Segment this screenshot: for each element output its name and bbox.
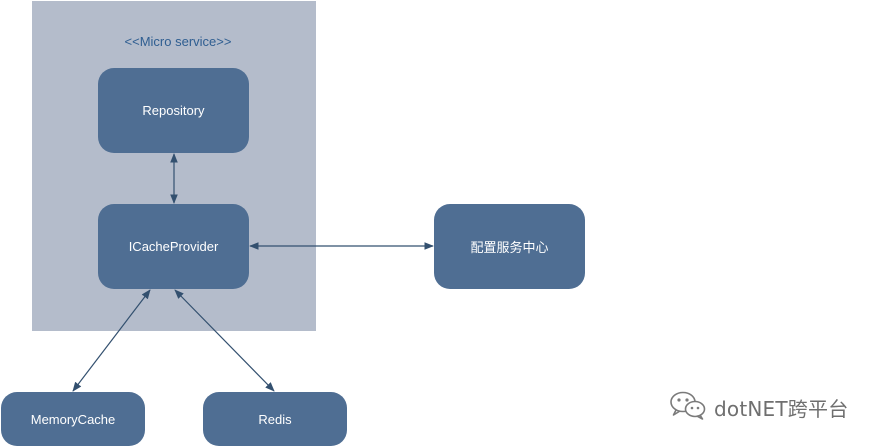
memory-cache-node: MemoryCache	[1, 392, 145, 446]
memory-cache-label: MemoryCache	[30, 411, 116, 427]
repository-node: Repository	[98, 68, 249, 153]
config-center-node: 配置服务中心	[434, 204, 585, 289]
repository-label: Repository	[142, 103, 205, 118]
container-stereotype-label: <<Micro service>>	[124, 34, 232, 49]
redis-label: Redis	[258, 411, 292, 427]
wechat-icon	[668, 389, 708, 426]
watermark-text: dotNET跨平台	[714, 397, 849, 421]
icache-provider-label: ICacheProvider	[128, 239, 219, 254]
redis-node: Redis	[203, 392, 347, 446]
icache-provider-node: ICacheProvider	[98, 204, 249, 289]
watermark: dotNET跨平台	[668, 389, 848, 426]
config-center-label: 配置服务中心	[470, 241, 549, 256]
